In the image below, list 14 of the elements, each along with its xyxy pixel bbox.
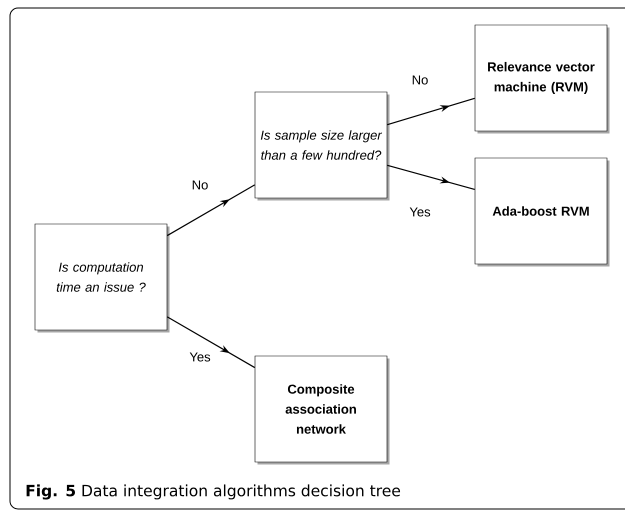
decision-box: Is sample size larger than a few hundred? <box>254 92 390 200</box>
edge-label: No <box>410 74 430 86</box>
decision-box: Is computation time an issue ? <box>34 224 170 332</box>
edge-label: Yes <box>408 206 432 218</box>
edge-label: Yes <box>188 351 212 363</box>
result-box: Composite association network <box>254 356 390 464</box>
arrow <box>167 316 255 368</box>
result-box: Relevance vector machine (RVM) <box>474 24 610 134</box>
result-box: Ada-boost RVM <box>474 158 610 266</box>
arrow <box>387 164 475 190</box>
caption: Fig. 5 Data integration algorithms decision tree <box>26 484 400 500</box>
edge-label: No <box>190 179 210 191</box>
arrow <box>387 98 475 126</box>
arrow <box>167 184 255 236</box>
